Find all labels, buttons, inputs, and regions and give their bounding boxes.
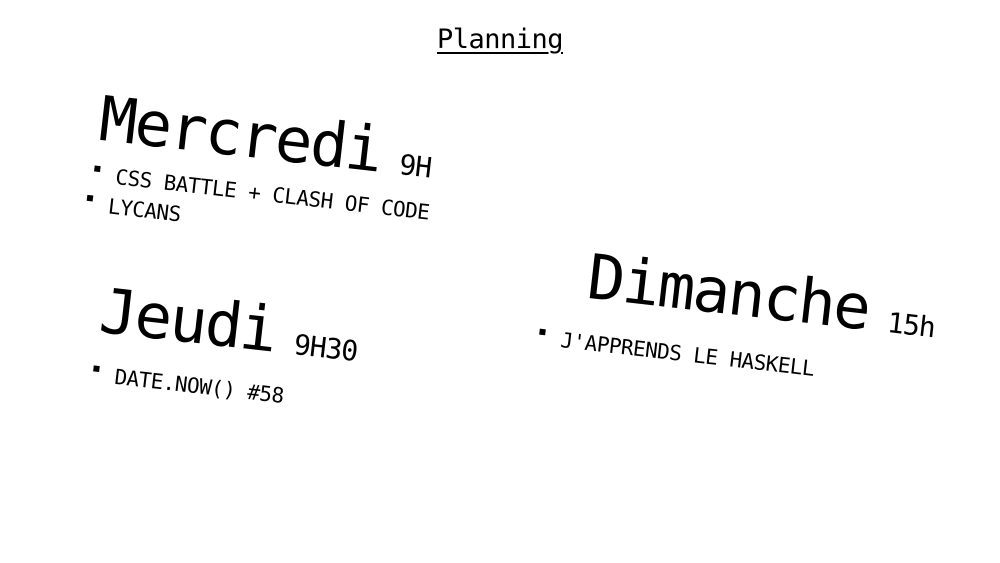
- day-name: Dimanche: [583, 240, 874, 345]
- day-block-mercredi: Mercredi 9H CSS BATTLE + CLASH OF CODE L…: [86, 82, 440, 257]
- day-block-dimanche: Dimanche 15h J'APPRENDS LE HASKELL: [539, 240, 940, 397]
- day-time: 15h: [885, 306, 937, 345]
- day-name: Jeudi: [95, 274, 280, 367]
- bullet-icon: [94, 165, 101, 173]
- activity-label: DATE.NOW() #58: [113, 364, 285, 409]
- bullet-icon: [86, 194, 94, 202]
- day-heading: Jeudi 9H30: [95, 274, 362, 375]
- day-time: 9H30: [292, 328, 360, 369]
- day-block-jeudi: Jeudi 9H30 DATE.NOW() #58: [91, 274, 362, 419]
- bullet-icon: [539, 328, 546, 336]
- day-time: 9H: [397, 148, 433, 185]
- bullet-icon: [93, 365, 100, 373]
- page-title: Planning: [436, 24, 564, 55]
